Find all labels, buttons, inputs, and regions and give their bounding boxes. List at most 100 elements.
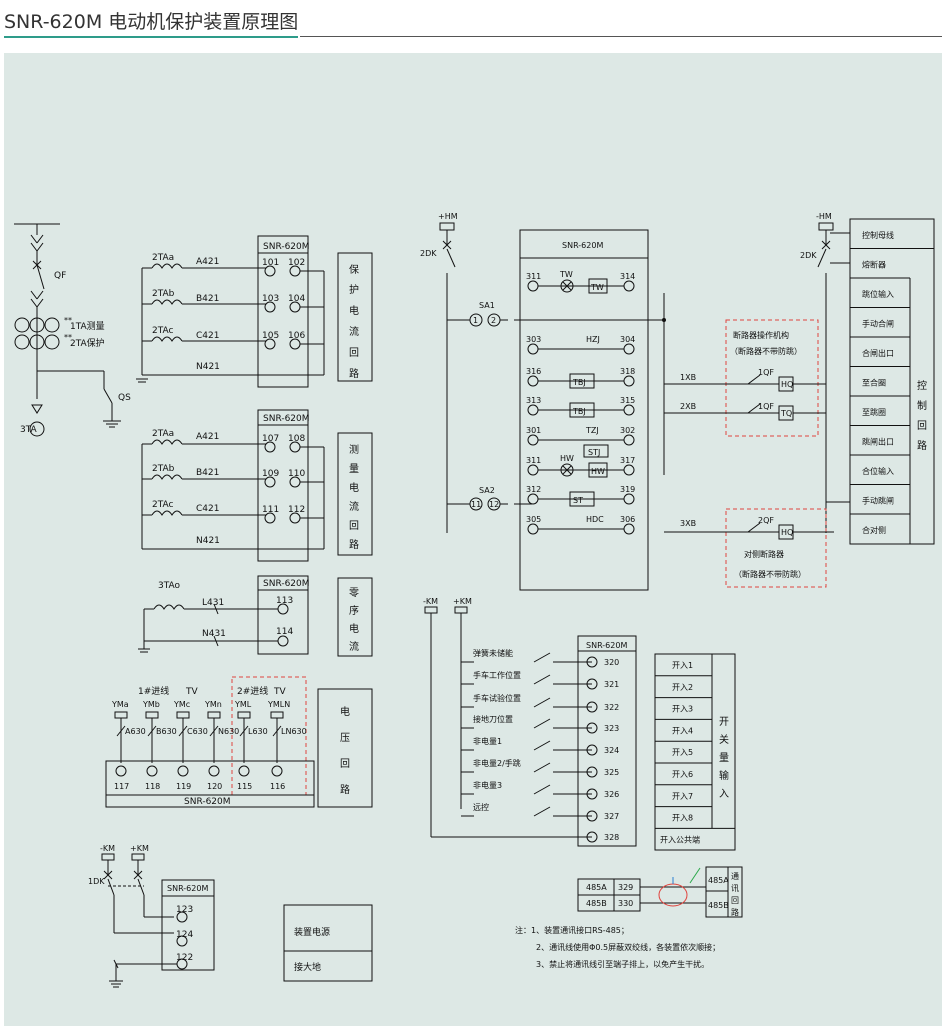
title-accent-rule [4,36,298,38]
svg-text:路: 路 [917,439,927,452]
svg-text:-HM: -HM [816,212,832,221]
control-table-row: 至合圈 [862,378,886,388]
svg-text:113: 113 [276,596,293,606]
input-terminal-label: 320 [604,658,619,667]
voltage-terminal-label: 118 [145,782,160,791]
control-table-row: 合闸出口 [862,348,894,358]
input-terminal-label: 322 [604,703,619,712]
control-terminal-right: 318 [620,367,635,376]
svg-text:3XB: 3XB [680,519,696,528]
input-side-label: 开 [719,717,729,728]
svg-text:11: 11 [471,500,481,509]
input-side-label: 入 [719,789,729,800]
input-terminal-circle [586,766,598,778]
bus-terminal [145,711,159,719]
control-terminal-left: 312 [526,485,541,494]
svg-text:回: 回 [731,896,739,905]
svg-text:107: 107 [262,434,279,444]
notes: 注：1、装置通讯接口RS-485； 2、通讯线使用Φ0.5屏蔽双绞线，各装置依次… [515,925,720,969]
control-terminal-right: 315 [620,396,635,405]
svg-text:HQ: HQ [781,528,793,537]
control-table-row: 跳位输入 [862,289,894,299]
svg-text:电: 电 [340,705,350,718]
terminal-circle [115,765,127,777]
svg-text:序: 序 [349,604,359,617]
input-terminal-label: 325 [604,768,619,777]
svg-text:2TAb: 2TAb [152,464,175,474]
svg-text:讯: 讯 [731,884,739,893]
svg-text:流: 流 [349,325,359,338]
input-terminal-circle [586,656,598,668]
protect-current-circuit: SNR-620M 2TAa 2TAb 2TAc A421 B421 C421 N… [136,235,373,388]
svg-text:2TAb: 2TAb [152,289,175,299]
svg-text:回: 回 [917,420,927,432]
svg-text:TV: TV [185,687,198,697]
svg-text:A421: A421 [196,432,219,442]
input-terminal-circle [586,810,598,822]
svg-text:断路器操作机构: 断路器操作机构 [733,330,789,340]
communication-circuit: 485A 329 485B 330 485A 485B 通 讯 回 路 [577,866,743,918]
lamp-label: HW [560,454,574,463]
svg-text:2#进线: 2#进线 [237,685,268,697]
input-terminal-circle [586,744,598,756]
input-table-row: 开入2 [672,683,693,692]
voltage-wire-label: B630 [156,727,177,736]
relay-label: TW [590,283,604,292]
input-signal-label: 非电量2/手跳 [473,758,521,768]
input-side-label: 关 [719,733,729,746]
voltage-wire-label: LN630 [281,727,307,736]
svg-text:量: 量 [349,463,359,475]
svg-text:路: 路 [349,538,359,551]
page-title: SNR-620M 电动机保护装置原理图 [4,11,299,33]
zero-sequence-circuit: SNR-620M 3TAo L431 N431 113 114 零 序 电 流 [138,575,373,657]
control-terminal-right: 304 [620,335,635,344]
svg-text:485A: 485A [586,883,607,892]
svg-text:106: 106 [288,331,305,341]
input-terminal-circle [586,722,598,734]
control-terminal-right: 319 [620,485,635,494]
svg-text:测: 测 [349,443,359,456]
svg-text:2、通讯线使用Φ0.5屏蔽双绞线，各装置依次顺接；: 2、通讯线使用Φ0.5屏蔽双绞线，各装置依次顺接； [536,942,720,952]
svg-text:108: 108 [288,434,305,444]
svg-text:330: 330 [618,899,633,908]
svg-text:SNR-620M: SNR-620M [184,797,231,807]
svg-text:2QF: 2QF [758,516,774,525]
control-terminal-right: 314 [620,272,635,281]
terminal-circle [208,765,220,777]
svg-text:102: 102 [288,258,305,268]
svg-text:+HM: +HM [438,212,458,221]
svg-text:接大地: 接大地 [294,961,321,973]
svg-text:2DK: 2DK [420,249,437,258]
svg-text:3、禁止将通讯线引至端子排上，以免产生干扰。: 3、禁止将通讯线引至端子排上，以免产生干扰。 [536,959,709,969]
svg-text:1DK: 1DK [88,877,105,886]
svg-text:注：1、装置通讯接口RS-485；: 注：1、装置通讯接口RS-485； [515,925,629,935]
relay-label: HZJ [586,335,600,344]
terminal-circle [146,765,158,777]
svg-text:压: 压 [340,732,350,744]
control-terminal-left: 303 [526,335,541,344]
svg-text:TV: TV [273,687,286,697]
svg-text:电: 电 [349,622,359,635]
input-terminal-label: 326 [604,790,619,799]
control-terminal-right: 302 [620,426,635,435]
control-table-row: 合对侧 [862,525,886,535]
page-header: SNR-620M 电动机保护装置原理图 [0,0,950,44]
input-terminal-label: 324 [604,746,619,755]
terminal-circle [271,765,283,777]
svg-text:105: 105 [262,331,279,341]
measure-current-circuit: SNR-620M 2TAa 2TAb 2TAc A421 B421 C421 N… [141,409,373,562]
svg-text:对侧断路器: 对侧断路器 [744,549,784,559]
voltage-wire-label: C630 [187,727,208,736]
voltage-terminal-label: 115 [237,782,252,791]
voltage-terminal-label: 119 [176,782,191,791]
svg-text:护: 护 [349,283,359,296]
svg-text:回: 回 [349,347,359,359]
svg-text:112: 112 [288,505,305,515]
svg-text:通: 通 [731,871,739,881]
voltage-terminal-label: 120 [207,782,222,791]
input-table-row: 开入4 [672,726,693,735]
svg-text:零: 零 [349,587,359,599]
svg-text:1#进线: 1#进线 [138,685,169,697]
svg-text:回: 回 [349,520,359,532]
bus-terminal [237,711,251,719]
